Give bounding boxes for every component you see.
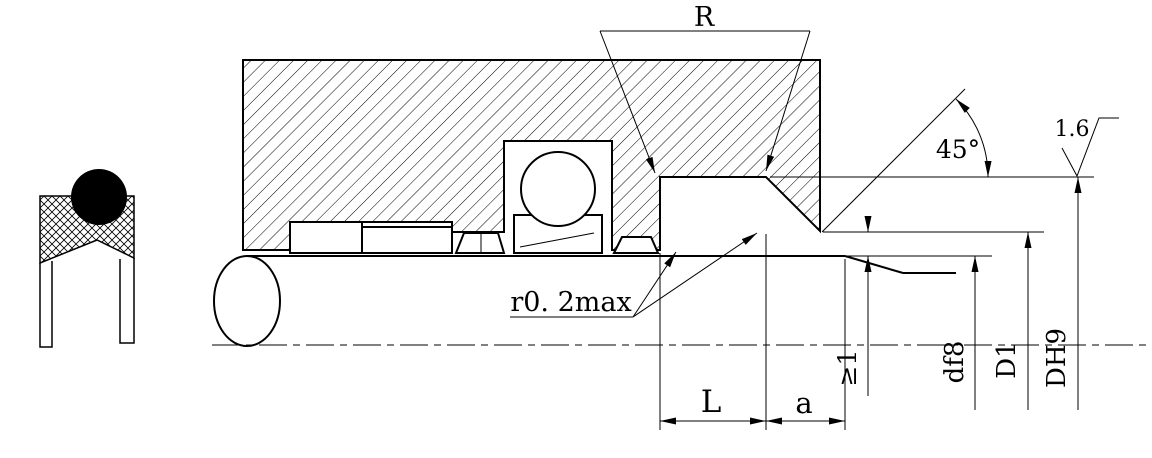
support-ring	[612, 236, 660, 254]
seal-detail-view	[39, 169, 135, 348]
chamfer-extension-line	[821, 88, 966, 233]
angle-arc	[955, 98, 992, 178]
fillet-leader-1	[632, 232, 758, 318]
shaft-chamfer-line	[844, 255, 904, 274]
detail-o-ring	[71, 169, 127, 225]
label-roughness: 1.6	[1055, 117, 1090, 142]
label-radius: R	[694, 2, 715, 33]
roughness-callout: 1.6	[1055, 117, 1119, 178]
backup-ring-2	[361, 226, 453, 254]
detail-left-lip	[39, 261, 53, 348]
backup-ring-1	[289, 221, 363, 254]
angle-dimension: 45°	[821, 88, 992, 233]
vee-packing	[454, 232, 506, 254]
radius-callout: R	[599, 2, 811, 174]
length-dimensions: L a	[659, 234, 846, 430]
o-ring	[520, 151, 596, 227]
clearance-dimension: ≥1	[833, 216, 872, 396]
roughness-symbol-icon	[1061, 117, 1119, 178]
label-dia-rod: df8	[940, 341, 970, 384]
fillet-leader-2	[632, 251, 677, 318]
seal-wedge-edge	[519, 232, 595, 248]
shaft-break-ellipse	[213, 255, 281, 347]
label-length-a: a	[795, 386, 812, 420]
shaft	[213, 255, 956, 347]
label-angle: 45°	[936, 135, 980, 164]
seal-stack	[289, 151, 660, 254]
diameter-dimensions: df8 D1 DH9	[770, 176, 1094, 410]
label-fillet: r0. 2max	[510, 287, 631, 318]
detail-right-lip	[119, 258, 135, 344]
label-length-L: L	[701, 384, 722, 420]
label-clearance: ≥1	[833, 350, 862, 387]
label-dia-D1: D1	[992, 341, 1022, 378]
radius-leader-left	[599, 30, 656, 174]
fillet-callout: r0. 2max	[510, 232, 758, 318]
label-dia-DH9: DH9	[1042, 328, 1072, 388]
radius-leader-right	[765, 30, 811, 172]
